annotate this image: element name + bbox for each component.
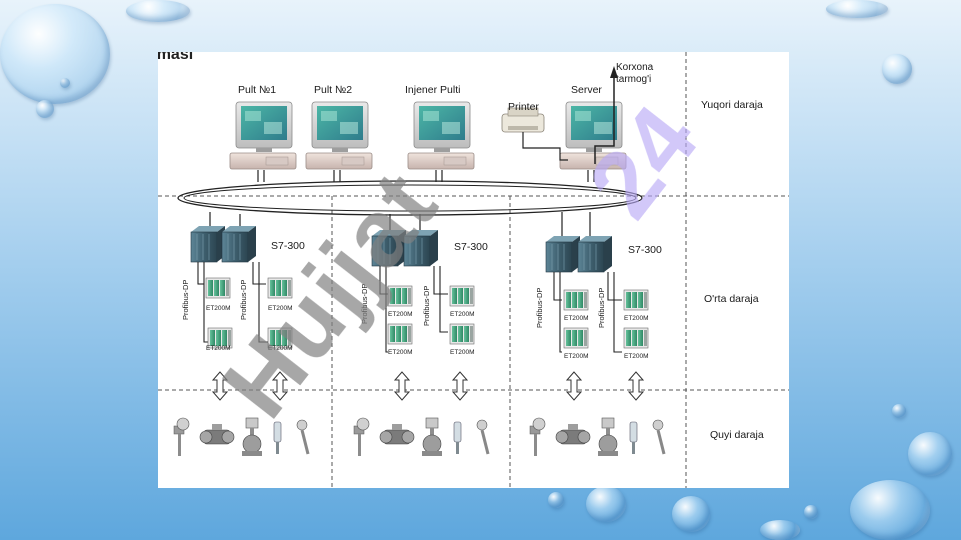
level-label-bottom: Quyi daraja: [710, 429, 764, 441]
io-label-1c: ET200M: [206, 345, 231, 352]
controller-group-2: S7-300 Profibus-DP Profibus-DP ET200M ET…: [360, 229, 488, 356]
bus-label-2a: Profibus-DP: [360, 284, 369, 324]
controller-group-1: S7-300 Profibus-DP Profibus-DP ET200M ET…: [181, 225, 305, 352]
workstation-server: Server: [559, 84, 627, 170]
plc-label-3: S7-300: [628, 244, 662, 256]
water-drop: [672, 496, 710, 532]
io-label-3a: ET200M: [564, 315, 589, 322]
engineer-label: Injener Pulti: [405, 84, 460, 96]
enterprise-network: Korxona tarmog'i: [522, 62, 654, 164]
io-label-2b: ET200M: [450, 311, 475, 318]
io-label-1b: ET200M: [268, 305, 293, 312]
water-drop: [892, 404, 906, 418]
level-label-middle: O'rta daraja: [704, 293, 759, 305]
workstation-engineer: Injener Pulti: [405, 84, 475, 170]
water-drop: [586, 486, 626, 522]
io-label-2c: ET200M: [388, 349, 413, 356]
bus-label-2b: Profibus-DP: [422, 286, 431, 326]
printer-label: Printer: [508, 101, 539, 113]
plc-label-1: S7-300: [271, 240, 305, 252]
network-diagram-slide: sxemasi Yuqori daraja O'rta daraja Quyi …: [158, 52, 789, 488]
water-drop: [36, 100, 54, 118]
plc-label-2: S7-300: [454, 241, 488, 253]
water-drop: [908, 432, 952, 476]
water-drop: [760, 520, 800, 540]
workstation-pult1: Pult №1: [229, 84, 297, 170]
network-ring: [177, 180, 643, 216]
controller-group-3: S7-300 Profibus-DP Profibus-DP ET200M ET…: [535, 235, 662, 360]
io-label-1a: ET200M: [206, 305, 231, 312]
level-divider-lines: [158, 52, 789, 488]
io-label-2a: ET200M: [388, 311, 413, 318]
server-label: Server: [571, 84, 602, 96]
pult1-label: Pult №1: [238, 84, 276, 96]
field-devices: [172, 416, 666, 458]
water-drop: [126, 0, 190, 22]
io-label-3d: ET200M: [624, 353, 649, 360]
water-drop: [850, 480, 930, 540]
slide-title-fragment: sxemasi: [158, 52, 193, 63]
io-label-3c: ET200M: [564, 353, 589, 360]
bus-label-3b: Profibus-DP: [597, 288, 606, 328]
bus-label-1a: Profibus-DP: [181, 280, 190, 320]
water-drop: [804, 505, 818, 519]
water-drop: [548, 492, 564, 508]
bus-label-1b: Profibus-DP: [239, 280, 248, 320]
io-label-1d: ET200M: [268, 345, 293, 352]
network-ring-inner: [183, 184, 637, 212]
level-label-top: Yuqori daraja: [701, 99, 763, 111]
enterprise-label-line2: tarmog'i: [616, 74, 651, 85]
io-label-3b: ET200M: [624, 315, 649, 322]
water-drop: [0, 4, 110, 104]
printer: Printer: [501, 101, 545, 133]
enterprise-label-line1: Korxona: [616, 62, 654, 73]
workstation-pult2: Pult №2: [305, 84, 373, 170]
station-connectors: [257, 170, 595, 182]
bus-label-3a: Profibus-DP: [535, 288, 544, 328]
io-label-2d: ET200M: [450, 349, 475, 356]
water-drop: [882, 54, 912, 84]
ring-to-plc-connectors: [209, 212, 591, 236]
water-drop: [826, 0, 888, 18]
pult2-label: Pult №2: [314, 84, 352, 96]
water-drop: [60, 78, 70, 88]
